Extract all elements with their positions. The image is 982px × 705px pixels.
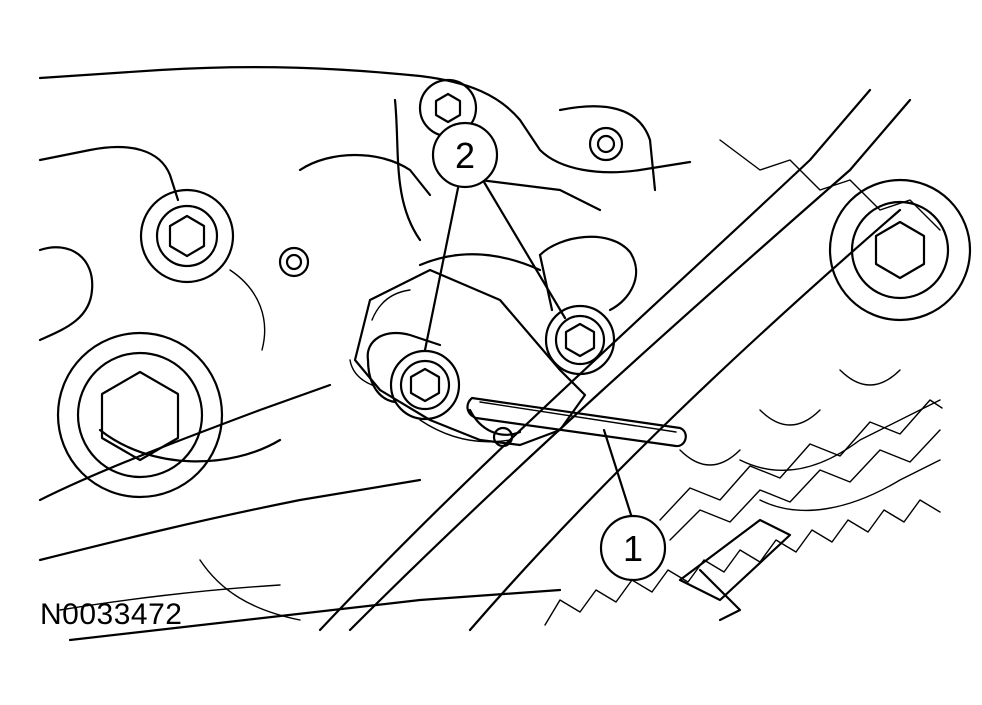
callout-1-circle [599, 514, 667, 582]
housing-hole-inner [596, 134, 616, 154]
callout-2: 2 [423, 121, 567, 352]
tensioner-bolt-lower [366, 331, 461, 421]
callout-2-circle [431, 121, 499, 189]
dowel-hole [278, 246, 310, 278]
housing-hole [588, 126, 624, 162]
tensioner-bolt-upper [538, 235, 638, 376]
tensioner-arm [678, 399, 941, 622]
camshaft-sprocket [828, 178, 972, 322]
housing-bolt-small [139, 188, 235, 284]
callout-2-label: 2 [455, 135, 475, 176]
chain-guide [318, 88, 912, 632]
callout-1: 1 [599, 428, 667, 582]
figure-id: N0033472 [40, 598, 183, 631]
lock-pin [466, 396, 687, 448]
callout-1-label: 1 [623, 528, 643, 569]
tensioner-body [349, 253, 587, 448]
housing-bolt-large [56, 331, 224, 499]
engine-housing [38, 66, 692, 642]
dowel-hole-inner [285, 253, 303, 271]
